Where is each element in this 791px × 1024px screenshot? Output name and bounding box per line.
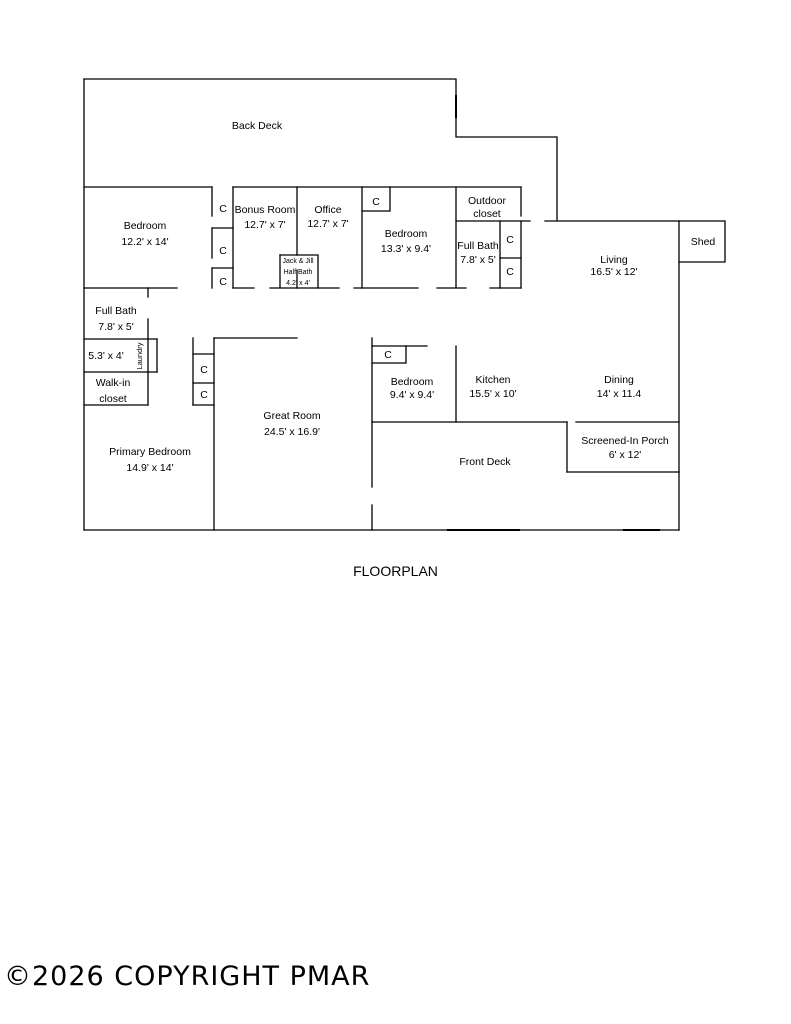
room-bonus: Bonus Room	[235, 204, 296, 216]
closet-label: C	[219, 203, 227, 215]
closet-label: C	[506, 266, 514, 278]
room-great-room-size: 24.5' x 16.9'	[264, 426, 320, 438]
floorplan-walls	[83, 78, 726, 531]
room-screened-porch-size: 6' x 12'	[609, 449, 642, 461]
closet-label: C	[200, 389, 208, 401]
room-laundry: Laundry	[135, 342, 144, 369]
room-bedroom-2-size: 13.3' x 9.4'	[381, 243, 431, 255]
room-walk-in-2: closet	[99, 393, 127, 405]
room-great-room: Great Room	[263, 410, 320, 422]
room-office: Office	[314, 204, 341, 216]
room-outdoor-closet-1: Outdoor	[468, 195, 506, 207]
closet-label: C	[200, 364, 208, 376]
room-primary-bedroom: Primary Bedroom	[109, 446, 191, 458]
closet-label: C	[219, 245, 227, 257]
room-full-bath-left: Full Bath	[95, 305, 137, 317]
room-back-deck: Back Deck	[232, 120, 283, 132]
room-bedroom-3-size: 9.4' x 9.4'	[390, 389, 434, 401]
copyright-watermark: ©2026 COPYRIGHT PMAR	[4, 961, 371, 992]
room-bonus-size: 12.7' x 7'	[244, 219, 285, 231]
room-shed: Shed	[691, 236, 716, 248]
room-dining: Dining	[604, 374, 634, 386]
closet-label: C	[384, 349, 392, 361]
floorplan-caption: FLOORPLAN	[353, 563, 438, 579]
closet-label: C	[506, 234, 514, 246]
room-kitchen: Kitchen	[475, 374, 510, 386]
room-primary-bedroom-size: 14.9' x 14'	[126, 462, 173, 474]
room-jack-jill-2: Half Bath	[284, 269, 313, 276]
room-full-bath-left-size: 7.8' x 5'	[98, 321, 134, 333]
room-living-size: 16.5' x 12'	[590, 266, 637, 278]
room-screened-porch: Screened-In Porch	[581, 435, 669, 447]
room-full-bath-right: Full Bath	[457, 240, 499, 252]
room-laundry-size: 5.3' x 4'	[88, 350, 124, 362]
room-dining-size: 14' x 11.4	[597, 388, 642, 400]
closet-label: C	[219, 276, 227, 288]
room-kitchen-size: 15.5' x 10'	[469, 388, 516, 400]
room-front-deck: Front Deck	[459, 456, 511, 468]
closet-markers: C C C C C C C C C	[200, 196, 514, 401]
room-jack-jill-size: 4.2' x 4'	[286, 280, 310, 287]
room-jack-jill-1: Jack & Jill	[282, 258, 314, 265]
room-outdoor-closet-2: closet	[473, 208, 501, 220]
room-bedroom-1-size: 12.2' x 14'	[121, 236, 168, 248]
closet-label: C	[372, 196, 380, 208]
room-bedroom-3: Bedroom	[391, 376, 434, 388]
room-bedroom-2: Bedroom	[385, 228, 428, 240]
room-office-size: 12.7' x 7'	[307, 218, 348, 230]
room-living: Living	[600, 254, 628, 266]
room-walk-in-1: Walk-in	[96, 377, 131, 389]
room-bedroom-1: Bedroom	[124, 220, 167, 232]
room-labels: Back Deck Bedroom 12.2' x 14' Bonus Room…	[88, 120, 715, 474]
room-full-bath-right-size: 7.8' x 5'	[460, 254, 496, 266]
